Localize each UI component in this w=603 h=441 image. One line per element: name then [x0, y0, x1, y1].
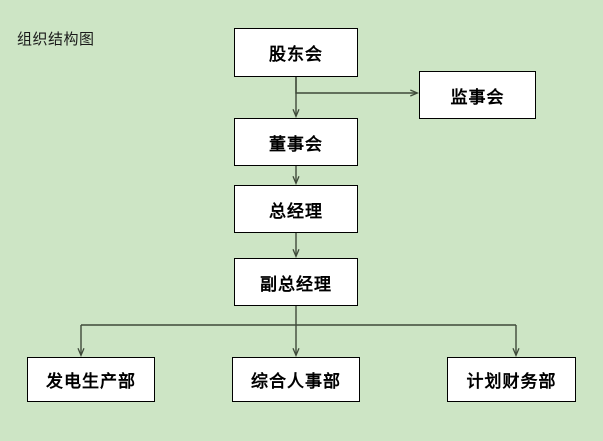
node-board-of-supervisors[interactable]: 监事会: [419, 71, 536, 119]
page-title: 组织结构图: [17, 32, 95, 48]
node-finance-department[interactable]: 计划财务部: [447, 357, 576, 402]
node-deputy-general-manager[interactable]: 副总经理: [234, 258, 358, 306]
node-board-of-directors[interactable]: 董事会: [234, 118, 358, 166]
node-power-generation-department[interactable]: 发电生产部: [27, 357, 155, 402]
node-general-manager[interactable]: 总经理: [234, 185, 358, 233]
node-human-resources-department[interactable]: 综合人事部: [232, 357, 360, 402]
edge-shareholders-to-supervisors: [295, 77, 417, 93]
node-shareholders-meeting[interactable]: 股东会: [234, 28, 358, 77]
